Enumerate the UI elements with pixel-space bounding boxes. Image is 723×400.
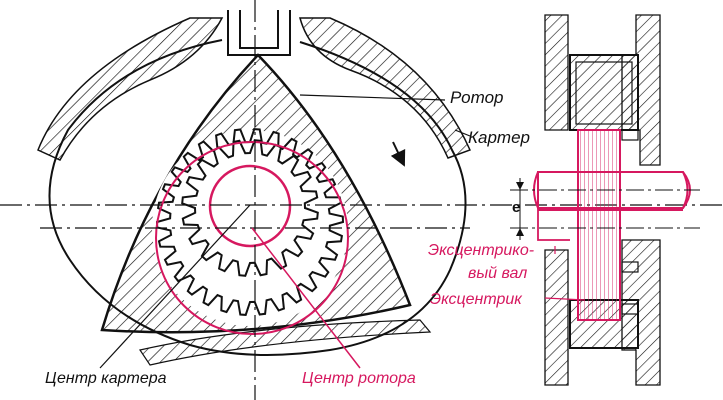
pinion-gear-teeth (181, 139, 319, 277)
leader-eccentric (544, 297, 586, 301)
leader-housing-center (99, 204, 251, 369)
spark-plug-slot (227, 10, 291, 56)
eccentric-circle (208, 164, 292, 248)
label-offset-e: e (512, 199, 521, 216)
section-rotor-top (569, 54, 639, 131)
section-housing-left (544, 14, 569, 131)
label-eccentric-shaft-line2: вый вал (468, 265, 528, 282)
label-housing-center: Центр картера (45, 370, 167, 387)
housing-top-right-wall (299, 17, 472, 159)
stationary-gear (181, 139, 319, 277)
section-housing-left-lower (544, 249, 569, 386)
leader-rotor (299, 94, 446, 101)
section-view (510, 14, 700, 386)
label-housing: Картер (468, 128, 530, 147)
label-eccentric: Эксцентрик (430, 291, 522, 308)
leader-housing (454, 129, 471, 137)
housing-bottom-band (139, 319, 432, 366)
label-rotor: Ротор (450, 88, 504, 107)
rotor-pitch-circle (155, 141, 349, 335)
leader-rotor-center (251, 227, 361, 369)
label-eccentric-shaft-line1: Эксцентрико- (428, 242, 535, 259)
section-eccentric (577, 129, 621, 321)
label-rotor-center: Центр ротора (302, 370, 416, 387)
rotation-arrow (390, 141, 406, 167)
